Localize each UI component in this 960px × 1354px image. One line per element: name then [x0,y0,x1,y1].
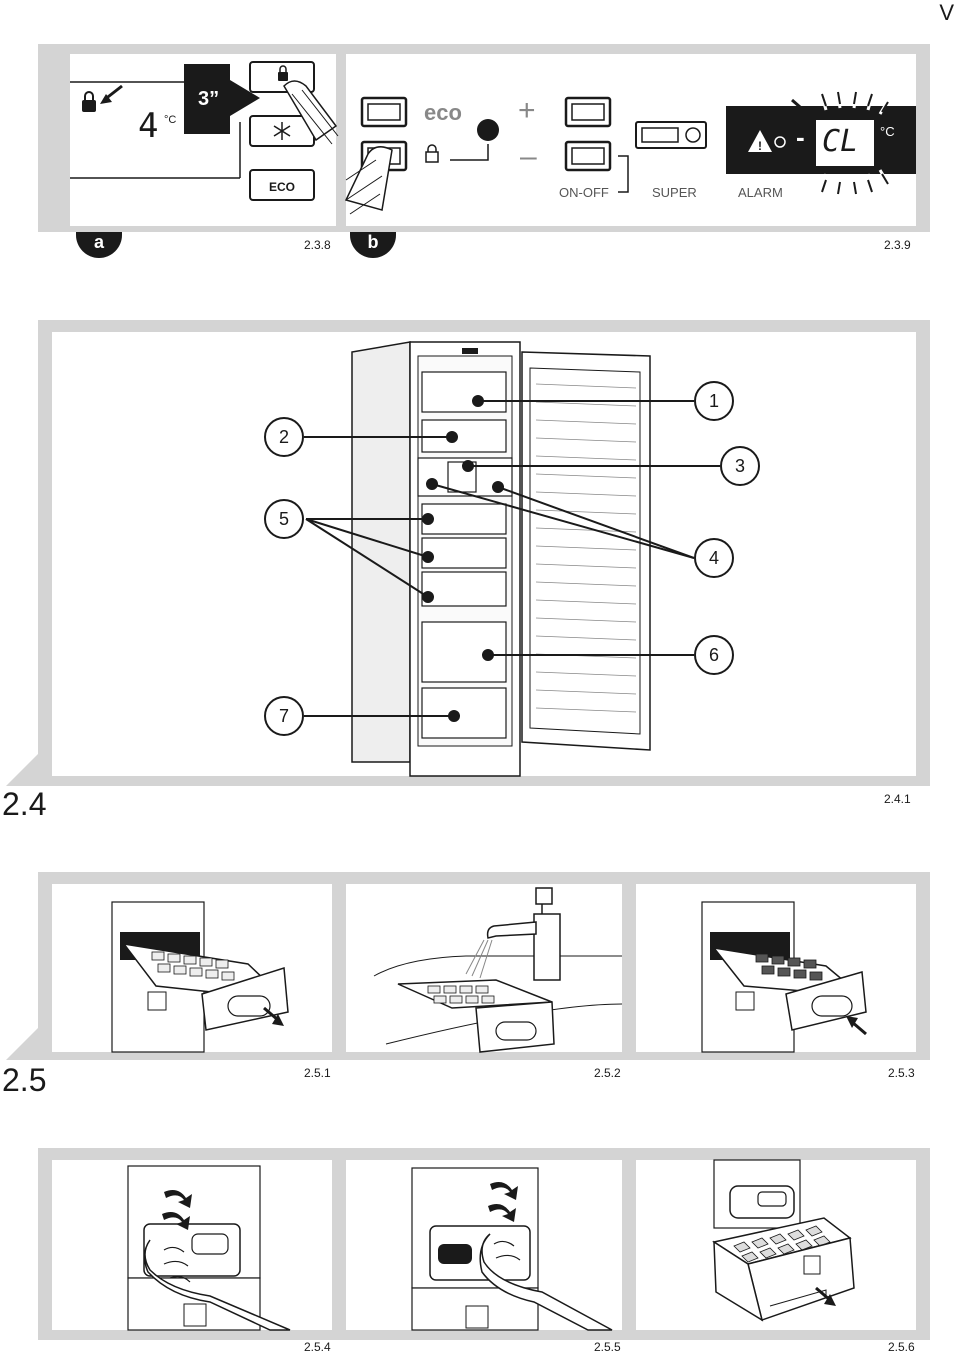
lock-icon [82,91,96,112]
hand-icon [143,1239,291,1331]
freezer-drawing [304,341,720,777]
caption-2-5-3: 2.5.3 [888,1066,915,1080]
callout-2: 2 [264,417,304,457]
ice-tray-in-drawing [701,901,867,1053]
caption-2-5-4: 2.5.4 [304,1340,331,1354]
caption-2-5-1: 2.5.1 [304,1066,331,1080]
display-minus: - [796,122,805,152]
corner-letter: V [939,0,954,25]
temperature-unit: °C [164,114,177,126]
section-2-4: 2.4 [2,786,47,822]
callout-6: 6 [694,635,734,675]
caption-2-5-5: 2.5.5 [594,1340,621,1354]
twist-knob-left-drawing [127,1165,291,1331]
twist-knob-right-drawing [411,1167,613,1331]
arrow-icon [263,1006,284,1026]
panel-a-drawing [70,61,339,201]
finger-icon [283,80,339,145]
svg-text:!: ! [758,139,762,153]
plus-sign: + [518,94,536,127]
snowflake-icon [273,122,291,140]
eco-logo: eco [424,100,462,125]
arrow-icon [815,1286,836,1306]
figure-2-5-corner [6,1014,52,1060]
badge-b: b [350,232,396,258]
section-2-5: 2.5 [2,1062,47,1098]
finger-icon [344,146,393,215]
arrow-icon [162,1190,192,1230]
warning-icon: ! [748,130,772,153]
caption-2-5-2: 2.5.2 [594,1066,621,1080]
minus-sign: – [520,140,537,173]
callout-3: 3 [720,446,760,486]
temperature-digit: 4 [138,106,159,146]
caption-2-3-8: 2.3.8 [304,238,331,252]
caption-2-5-6: 2.5.6 [888,1340,915,1354]
alarm-label: ALARM [738,185,783,200]
callout-1: 1 [694,381,734,421]
display-unit: °C [880,124,895,139]
panel-b-drawing: ! [344,91,916,215]
super-label: SUPER [652,185,697,200]
callout-7: 7 [264,696,304,736]
arrow-icon [791,98,814,120]
lock-icon [425,144,439,163]
caption-2-4-1: 2.4.1 [884,792,911,806]
callout-5: 5 [264,499,304,539]
lock-icon [278,65,288,81]
hand-icon [479,1233,613,1331]
callout-4: 4 [694,538,734,578]
on-off-label: ON-OFF [559,185,609,200]
ice-tray-out-drawing [111,901,289,1053]
faucet-icon [486,887,561,981]
badge-a: a [76,232,122,258]
display-code: CL [822,124,859,159]
eco-button[interactable]: ECO [268,180,295,194]
caption-2-3-9: 2.3.9 [884,238,911,252]
arrow-icon [846,1016,867,1036]
duration-label: 3” [198,88,220,110]
figure-2-4-corner [6,740,52,786]
arrow-icon [488,1182,518,1222]
ice-tray-fill-drawing [373,887,623,1053]
ice-bin-drawing [712,1159,855,1322]
